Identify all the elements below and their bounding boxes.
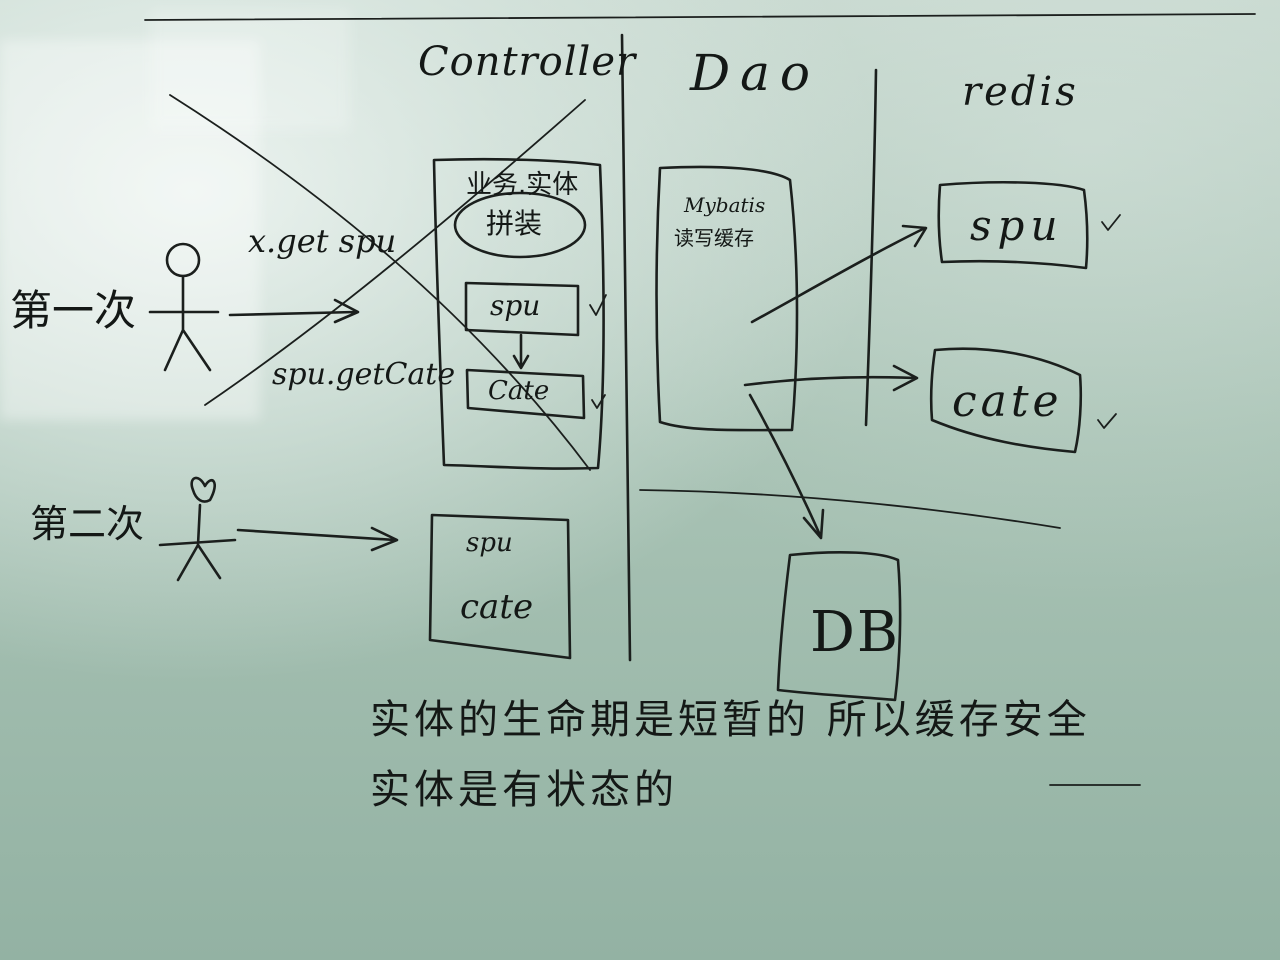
stick-figure-1-head — [165, 242, 201, 278]
second-visit-box — [428, 513, 572, 660]
divider-horizontal — [639, 489, 1061, 529]
stick-figure-2-head — [190, 476, 216, 503]
divider-dao-redis — [864, 68, 878, 427]
first-visit-label: 第一次 — [10, 286, 137, 335]
cross-line-2 — [204, 99, 586, 406]
cross-line-1 — [169, 94, 591, 471]
header-dao: Dao — [690, 44, 820, 102]
call-get-spu: x.get spu — [248, 222, 397, 260]
cate-box — [465, 368, 586, 420]
second-box-spu-label: spu — [466, 528, 513, 558]
controller-spu-label: spu — [490, 289, 541, 322]
arrow-dao-redis-cate — [743, 364, 919, 392]
redis-spu-label: spu — [970, 201, 1064, 250]
spu-check — [589, 294, 607, 316]
arrow-spu-cate — [512, 333, 530, 370]
second-visit-label: 第二次 — [30, 502, 145, 546]
controller-cate-label: Cate — [488, 376, 550, 406]
controller-box — [432, 157, 605, 470]
divider-controller-dao — [620, 33, 632, 662]
stick-figure-1-body — [148, 274, 220, 372]
spu-box — [464, 281, 580, 337]
window-reflection — [0, 40, 260, 420]
window-reflection-top — [150, 10, 350, 130]
redis-cate-check — [1097, 413, 1117, 429]
second-box-cate-label: cate — [460, 587, 534, 627]
top-edge-line — [144, 13, 1256, 21]
assemble-oval — [453, 191, 587, 259]
header-redis: redis — [962, 69, 1079, 115]
controller-box-title: 业务.实体 — [466, 170, 579, 200]
cate-check — [591, 394, 606, 409]
call-get-cate: spu.getCate — [272, 357, 456, 392]
note-line-1: 实体的生命期是短暂的 所以缓存安全 — [370, 697, 1091, 743]
db-box — [776, 550, 902, 702]
redis-spu-check — [1101, 214, 1121, 231]
dao-box-line2: 读写缓存 — [674, 226, 754, 250]
redis-cate-label: cate — [952, 376, 1063, 427]
redis-spu-box — [937, 180, 1089, 270]
dao-box — [655, 165, 799, 432]
arrow-actor1-controller — [228, 298, 360, 324]
dao-box-line1: Mybatis — [684, 193, 766, 217]
redis-cate-box — [929, 347, 1083, 454]
arrow-dao-redis-spu — [750, 224, 928, 324]
header-controller: Controller — [418, 39, 637, 85]
arrow-actor2-controller — [236, 526, 399, 552]
stick-figure-2-body — [158, 503, 237, 582]
arrow-dao-db — [748, 393, 825, 540]
assemble-label: 拼装 — [486, 207, 543, 240]
db-label: DB — [810, 600, 901, 665]
note-line-2: 实体是有状态的 — [370, 767, 678, 813]
